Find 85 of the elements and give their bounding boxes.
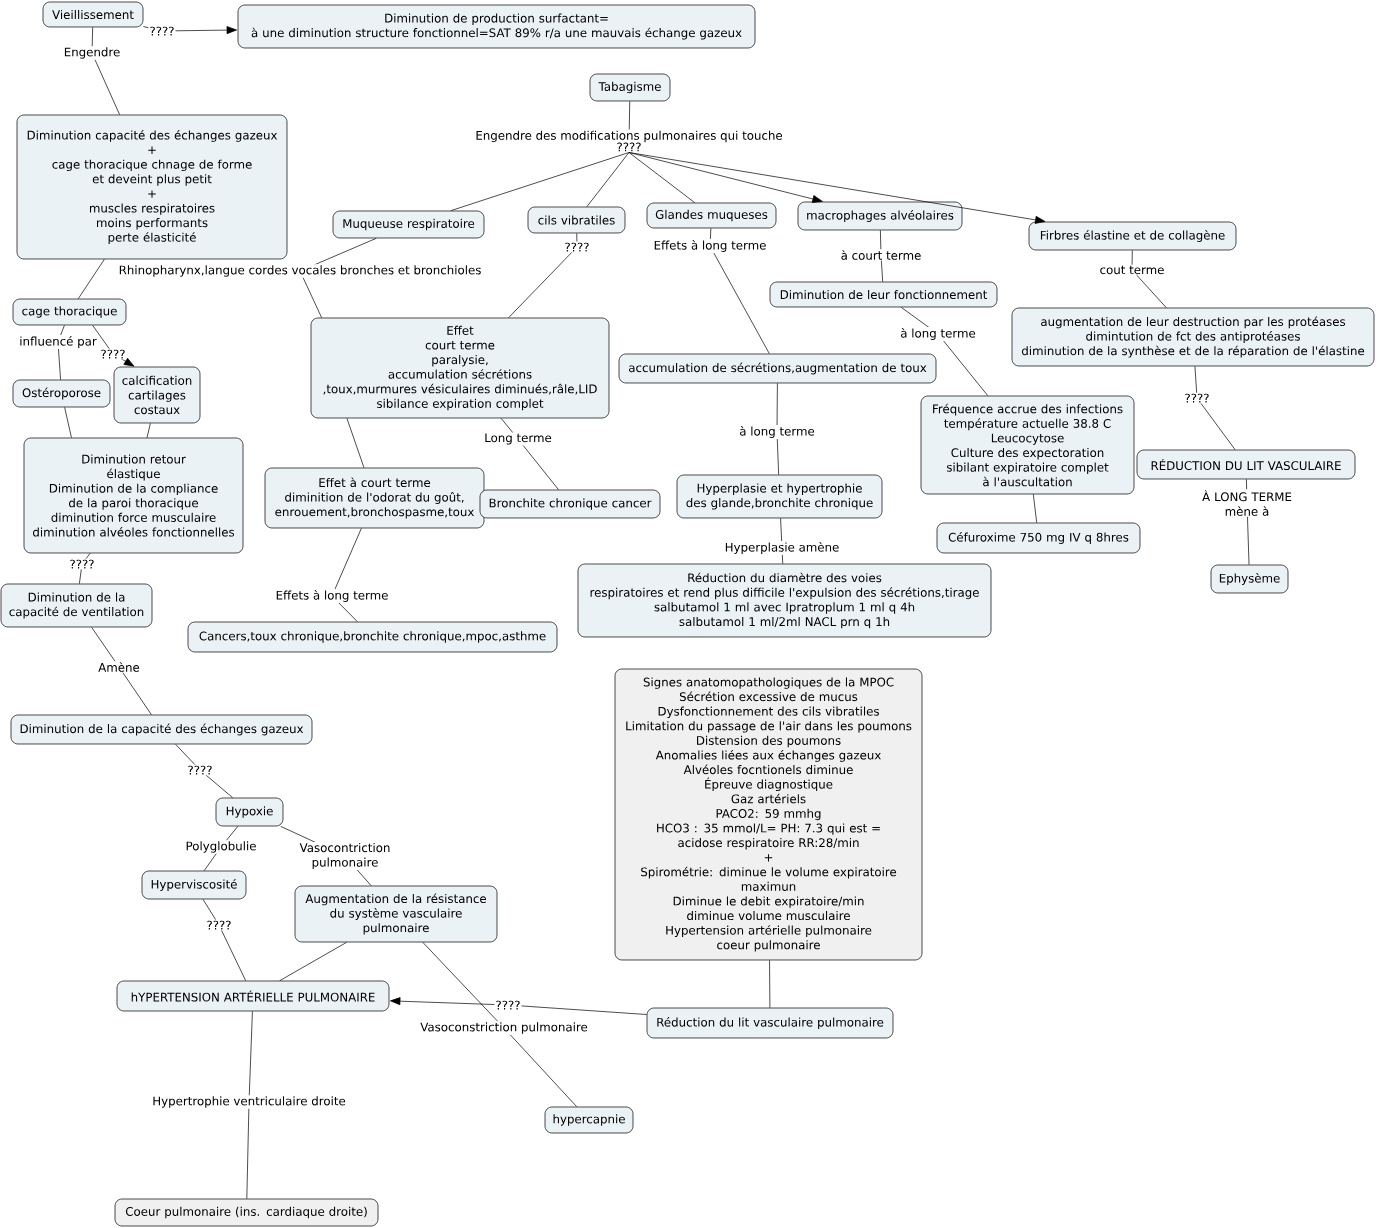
connector-line (146, 423, 151, 438)
concept-box: Glandes muqueses (646, 202, 777, 229)
concept-box: cage thoracique (12, 298, 127, 326)
connector-line (422, 942, 578, 1107)
concept-box: accumulation de sécrétions,augmentation de toux (618, 353, 937, 384)
edge-label: Vasoconstriction pulmonaire (419, 1021, 589, 1035)
concept-box: hYPERTENSION ARTÉRIELLE PULMONAIRE (116, 980, 390, 1012)
concept-box: Firbres élastine et de collagène (1028, 221, 1237, 251)
arrow (628, 152, 1046, 224)
connector-line (709, 228, 770, 354)
edge-label: Hypertrophie ventriculaire droite (151, 1095, 347, 1109)
concept-box: Réduction du diamètre des voies respiratoires et rend plus difficile l'expulsion des sécrétions,tirage salbutamol 1 ml avec Ipratroplum 1 ml q 4h salbutamol 1 ml/2ml NACL prn q 1h (577, 563, 992, 638)
concept-box: Bronchite chronique cancer (479, 489, 661, 519)
edge-label: Effets à long terme (274, 589, 390, 603)
concept-box: Signes anatomopathologiques de la MPOC Sécrétion excessive de mucus Dysfonctionnement des cils vibratiles Limitation du passage de l'air dans les poumons Distension des poumons Anomalies liées aux échanges gazeux Alvéoles focntionels diminue Épreuve diagnostique Gaz artériels PACO2: 59 mmhg HCO3 : 35 mmol/L= PH: 7.3 qui est = acidose respiratoire RR:28/min + Spirométrie: diminue le volume expiratoire maximun Diminue le debit expiratoire/min diminue volume musculaire Hypertension artérielle pulmonaire coeur pulmonaire (614, 668, 923, 961)
concept-box: Hyperviscosité (141, 870, 247, 900)
concept-box: calcification cartilages costaux (113, 366, 201, 424)
edge-label: Rhinopharynx,langue cordes vocales bronches et bronchioles (117, 264, 483, 278)
connector-line (586, 152, 630, 207)
arrow (92, 325, 135, 367)
concept-box: Tabagisme (589, 73, 671, 102)
edge-label: ???? (99, 348, 127, 360)
edge-label: Long terme (483, 432, 553, 446)
concept-box: Diminution de production surfactant= à une diminution structure fonctionnel=SAT 89% r/a une mauvais échange gazeux (237, 4, 756, 49)
concept-box: Hypoxie (215, 797, 284, 827)
concept-box: Vieillissement (42, 1, 144, 28)
edge-label: ???? (563, 241, 591, 253)
concept-box: Diminution de leur fonctionnement (769, 281, 998, 308)
concept-box: Diminution de la capacité des échanges gazeux (10, 714, 313, 745)
concept-box: Réduction du lit vasculaire pulmonaire (646, 1007, 894, 1039)
edge-label: Polyglobulie (184, 840, 258, 854)
concept-box: Effet à court terme diminition de l'odorat du goût, enrouement,bronchospasme,toux (264, 467, 485, 529)
concept-box: Hyperplasie et hypertrophie des glande,bronchite chronique (676, 474, 883, 519)
concept-box: Fréquence accrue des infections température actuelle 38.8 C Leucocytose Culture des expectoration sibilant expiratoire complet à l'auscultation (920, 395, 1135, 495)
concept-box: Ephysème (1210, 564, 1289, 594)
edge-label: influencé par (18, 335, 98, 349)
concept-box: hypercapnie (544, 1106, 634, 1134)
connector-line (508, 233, 578, 318)
edge-label: à long terme (738, 425, 816, 439)
edge-label: cout terme (1098, 264, 1166, 276)
concept-box: Cancers,toux chronique,bronchite chronique,mpoc,asthme (187, 621, 558, 653)
arrow (390, 997, 647, 1015)
edge-label: Vasocontriction pulmonaire (294, 842, 396, 870)
connector-line (77, 259, 105, 299)
edge-label: à long terme (899, 327, 977, 341)
edge-label: ???? (494, 999, 522, 1011)
edge-label: à court terme (839, 249, 923, 261)
edge-label: À LONG TERME mène à (1196, 489, 1298, 517)
concept-box: Diminution de la capacité de ventilation (0, 583, 153, 628)
concept-box: Diminution capacité des échanges gazeux + cage thoracique chnage de forme et deveint plus petit + muscles respiratoires moins performants perte élasticité (16, 114, 288, 260)
connector-line (64, 407, 72, 438)
concept-box: Coeur pulmonaire (ins. cardiaque droite) (114, 1198, 379, 1227)
edge-label: Effets à long terme (652, 239, 768, 253)
concept-box: augmentation de leur destruction par les protéases dimintution de fct des antiprotéases diminution de la synthèse et de la réparation de l'élastine (1011, 307, 1375, 367)
connector-line (246, 1011, 253, 1199)
concept-box: Céfuroxime 750 mg IV q 8hres (936, 522, 1141, 554)
edge-label: ???? (1183, 392, 1211, 404)
edge-label: Engendre (62, 46, 122, 60)
linking-phrase: Engendre des modifications pulmonaires qui touche ???? (474, 129, 784, 153)
concept-box: Ostéroporose (12, 379, 111, 408)
connector-line (769, 960, 771, 1008)
arrow (628, 152, 823, 203)
concept-box: cils vibratiles (527, 206, 626, 234)
concept-box: macrophages alvéolaires (797, 201, 963, 231)
concept-box: RÉDUCTION DU LIT VASCULAIRE (1136, 449, 1356, 480)
concept-box: Effet court terme paralysie, accumulation sécrétions ,toux,murmures vésiculaires diminués,râle,LID sibilance expiration complet (310, 317, 610, 419)
edge-label: ???? (205, 919, 233, 931)
edge-label: Amène (97, 661, 141, 673)
connector-line (628, 101, 631, 130)
edge-label: ???? (186, 764, 214, 776)
connector-line (1194, 366, 1236, 450)
arrow (143, 26, 237, 35)
connector-line (1033, 494, 1038, 523)
connector-line (202, 899, 246, 981)
connector-line (450, 152, 630, 211)
connector-line (346, 418, 365, 468)
connector-line (91, 27, 120, 115)
edge-label: ???? (148, 25, 176, 37)
connector-line (628, 152, 696, 203)
connector-line (279, 942, 347, 981)
concept-box: Augmentation de la résistance du système vasculaire pulmonaire (294, 885, 498, 943)
edge-label: Hyperplasie amène (723, 541, 841, 555)
concept-box: Diminution retour élastique Diminution de la compliance de la paroi thoracique diminution force musculaire diminution alvéoles fonctionnelles (23, 437, 244, 554)
edge-label: ???? (68, 558, 96, 570)
concept-box: Muqueuse respiratoire (332, 210, 485, 239)
